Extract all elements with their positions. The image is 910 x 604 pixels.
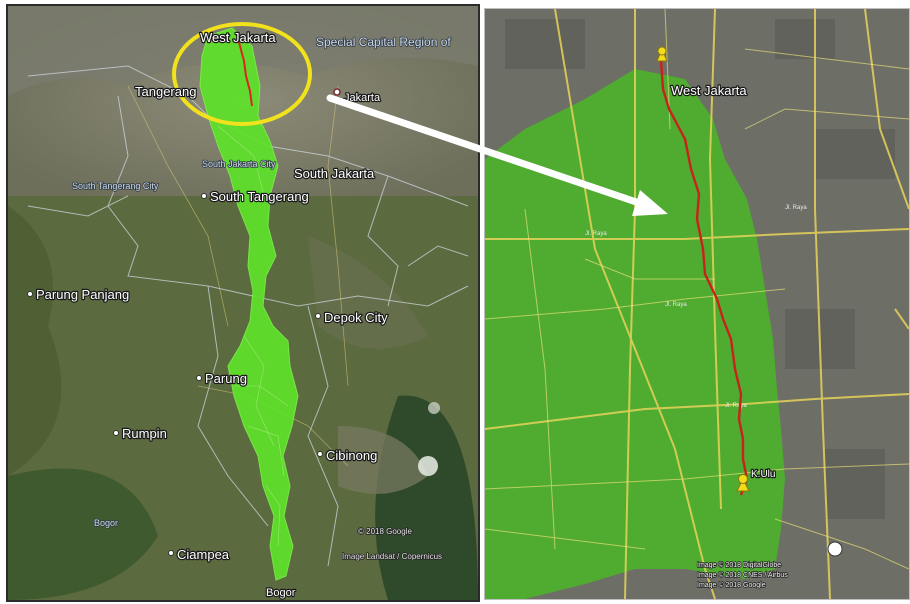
label-south-tangerang: South Tangerang bbox=[210, 189, 309, 204]
top-pin[interactable] bbox=[656, 46, 668, 62]
attribution-copyright: © 2018 Google bbox=[358, 527, 412, 536]
label-west-jakarta: West Jakarta bbox=[671, 83, 747, 98]
label-south-jakarta-small: South Jakarta City bbox=[202, 159, 276, 169]
highlight-circle bbox=[172, 22, 312, 126]
sub-basin-lines bbox=[217, 125, 289, 547]
attribution-line1: Image © 2018 DigitalGlobe bbox=[697, 561, 781, 569]
label-south-jakarta: South Jakarta bbox=[294, 166, 375, 181]
regional-map-canvas: © 2018 Google Image Landsat / Copernicus… bbox=[8, 6, 478, 600]
regional-map-panel[interactable]: © 2018 Google Image Landsat / Copernicus… bbox=[6, 4, 480, 602]
label-bogor: Bogor bbox=[266, 587, 296, 599]
ciampea-marker bbox=[168, 550, 174, 556]
label-bottom-marker: K.Ulu bbox=[751, 469, 775, 480]
label-west-jakarta: West Jakarta bbox=[200, 30, 276, 45]
quarry-patch-small bbox=[428, 402, 440, 414]
parung-panjang-marker bbox=[27, 291, 33, 297]
zoomed-map-canvas: Jl. Raya Jl. Raya Jl. Raya Jl. Raya K.Ul… bbox=[485, 9, 909, 599]
label-special-capital: Special Capital Region of bbox=[316, 35, 451, 49]
svg-text:Jl. Raya: Jl. Raya bbox=[725, 403, 747, 409]
river-line bbox=[659, 60, 749, 496]
attribution-imagery: Image Landsat / Copernicus bbox=[342, 552, 442, 561]
south-tangerang-marker bbox=[201, 193, 207, 199]
forest-west bbox=[8, 206, 62, 476]
label-ciampea: Ciampea bbox=[177, 547, 230, 562]
label-bogor-small: Bogor bbox=[94, 518, 118, 528]
road-network bbox=[485, 9, 909, 599]
label-depok: Depok City bbox=[324, 310, 388, 325]
label-tangerang: Tangerang bbox=[135, 84, 196, 99]
rumpin-marker bbox=[113, 430, 119, 436]
label-parung: Parung bbox=[205, 371, 247, 386]
label-jakarta: Jakarta bbox=[344, 92, 381, 104]
forest-southwest bbox=[8, 468, 158, 600]
cibinong-marker bbox=[317, 451, 323, 457]
road-labels: Jl. Raya Jl. Raya Jl. Raya Jl. Raya bbox=[585, 205, 807, 409]
attribution-line2: Image © 2018 CNES / Airbus bbox=[697, 571, 788, 579]
road-shield-icon bbox=[827, 541, 843, 557]
attribution-line3: Image © 2018 Google bbox=[697, 581, 766, 589]
svg-text:Jl. Raya: Jl. Raya bbox=[585, 231, 607, 237]
river-line bbox=[235, 31, 253, 107]
svg-text:Jl. Raya: Jl. Raya bbox=[665, 302, 687, 308]
quarry-patch bbox=[418, 456, 438, 476]
jakarta-city-marker bbox=[333, 88, 341, 96]
cibinong-urban bbox=[338, 426, 428, 494]
label-rumpin: Rumpin bbox=[122, 426, 167, 441]
parung-marker bbox=[196, 375, 202, 381]
minor-roads bbox=[485, 9, 909, 570]
svg-text:Jl. Raya: Jl. Raya bbox=[785, 205, 807, 211]
label-south-tangerang-city: South Tangerang City bbox=[72, 181, 159, 191]
label-cibinong: Cibinong bbox=[326, 448, 377, 463]
watershed-area bbox=[199, 27, 299, 581]
zoomed-map-panel[interactable]: Jl. Raya Jl. Raya Jl. Raya Jl. Raya K.Ul… bbox=[484, 8, 910, 600]
depok-marker bbox=[315, 313, 321, 319]
bottom-pin[interactable] bbox=[736, 474, 750, 492]
label-parung-panjang: Parung Panjang bbox=[36, 287, 129, 302]
